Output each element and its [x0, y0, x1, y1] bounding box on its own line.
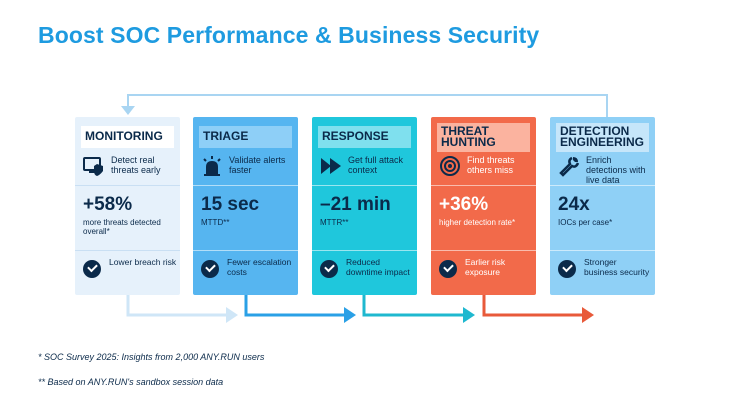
- card-benefit-row: Earlier risk exposure: [439, 257, 531, 286]
- divider: [75, 185, 180, 186]
- target-icon: [440, 156, 460, 176]
- card-detection-engineering: DETECTION ENGINEERING Enrich detections …: [550, 117, 655, 295]
- card-monitoring: MONITORING Detect real threats early +58…: [75, 117, 180, 295]
- wrench-icon: [559, 156, 580, 177]
- siren-icon: [203, 156, 221, 176]
- card-stat-caption: MTTD**: [201, 218, 230, 227]
- page-title: Boost SOC Performance & Business Securit…: [38, 22, 540, 48]
- divider: [312, 185, 417, 186]
- card-stat-caption: more threats detected overall*: [83, 218, 161, 236]
- card-stat-caption: IOCs per case*: [558, 218, 613, 227]
- card-benefit-text: Fewer escalation costs: [227, 257, 292, 277]
- card-intro-row: Enrich detections with live data: [558, 155, 650, 185]
- card-intro-row: Detect real threats early: [83, 155, 175, 181]
- card-stat: –21 min: [320, 194, 391, 215]
- card-benefit-row: Reduced downtime impact: [320, 257, 412, 286]
- divider: [550, 250, 655, 251]
- divider: [312, 250, 417, 251]
- divider: [431, 185, 536, 186]
- divider: [431, 250, 536, 251]
- card-benefit-text: Stronger business security: [584, 257, 650, 277]
- footnote: * SOC Survey 2025: Insights from 2,000 A…: [38, 352, 265, 362]
- fast-forward-icon: [321, 158, 341, 174]
- card-benefit-text: Earlier risk exposure: [465, 257, 506, 277]
- footnote: ** Based on ANY.RUN's sandbox session da…: [38, 377, 224, 387]
- card-benefit-row: Stronger business security: [558, 257, 650, 286]
- check-icon: [439, 260, 457, 278]
- card-intro-row: Get full attack context: [320, 155, 412, 181]
- card-benefit-row: Fewer escalation costs: [201, 257, 293, 286]
- card-benefit-row: Lower breach risk: [83, 257, 177, 286]
- card-header: DETECTION ENGINEERING: [556, 123, 649, 152]
- card-benefit-text: Reduced downtime impact: [346, 257, 410, 277]
- card-header: MONITORING: [81, 126, 174, 148]
- card-stat-caption: higher detection rate*: [439, 218, 516, 227]
- card-stat: 15 sec: [201, 194, 260, 215]
- card-intro-text: Enrich detections with live data: [586, 155, 646, 185]
- card-threat-hunting: THREAT HUNTING Find threats others miss …: [431, 117, 536, 295]
- card-intro-row: Find threats others miss: [439, 155, 531, 181]
- divider: [550, 185, 655, 186]
- check-icon: [201, 260, 219, 278]
- check-icon: [558, 260, 576, 278]
- card-triage: TRIAGE Validate alerts faster 15 sec MTT…: [193, 117, 298, 295]
- divider: [193, 185, 298, 186]
- card-stat: +58%: [83, 194, 133, 215]
- card-stat: 24x: [558, 194, 590, 215]
- card-stat: +36%: [439, 194, 489, 215]
- card-intro-text: Find threats others miss: [467, 155, 515, 175]
- card-header: THREAT HUNTING: [437, 123, 530, 152]
- card-stat-caption: MTTR**: [320, 218, 349, 227]
- check-icon: [83, 260, 101, 278]
- monitor-shield-icon: [83, 157, 103, 176]
- divider: [75, 250, 180, 251]
- divider: [193, 250, 298, 251]
- card-intro-text: Detect real threats early: [111, 155, 161, 175]
- card-header: TRIAGE: [199, 126, 292, 148]
- card-intro-row: Validate alerts faster: [201, 155, 293, 181]
- card-intro-text: Validate alerts faster: [229, 155, 286, 175]
- check-icon: [320, 260, 338, 278]
- card-response: RESPONSE Get full attack context –21 min…: [312, 117, 417, 295]
- card-header: RESPONSE: [318, 126, 411, 148]
- card-intro-text: Get full attack context: [348, 155, 404, 175]
- card-benefit-text: Lower breach risk: [109, 257, 177, 267]
